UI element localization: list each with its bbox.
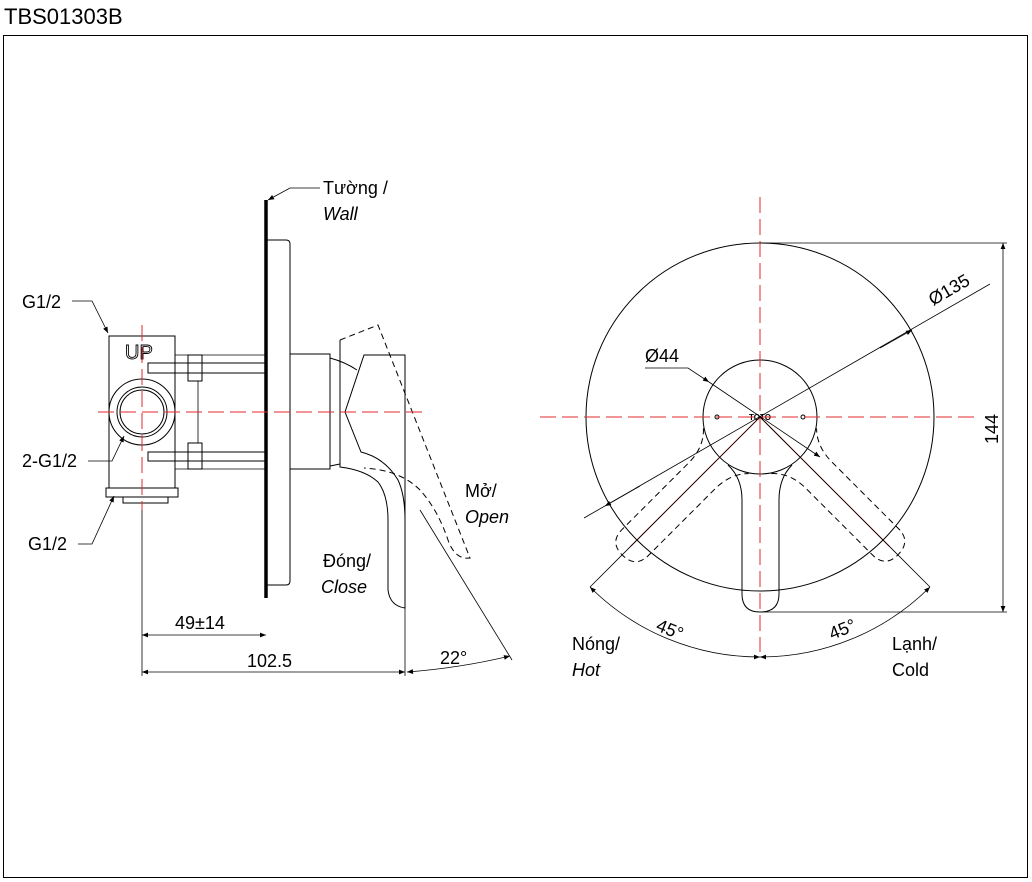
drawing-title: TBS01303B <box>4 4 123 29</box>
lower-spindle <box>147 451 267 462</box>
cold-angle: 45° <box>826 615 859 644</box>
drawing-frame <box>3 35 1028 878</box>
dim-angle: 22° <box>440 648 467 668</box>
dim-plate-diameter: Ø135 <box>925 270 973 309</box>
outlet-thread <box>122 496 169 504</box>
dim-135-line <box>583 283 991 519</box>
hot-angle: 45° <box>654 615 687 644</box>
dim-wall-depth: 49±14 <box>175 613 225 633</box>
dim-hub-diameter: Ø44 <box>645 346 679 366</box>
up-marking: UP <box>125 342 153 364</box>
open-label-en: Open <box>465 507 509 527</box>
close-label-en: Close <box>321 577 367 597</box>
hot-angle-arc <box>589 586 761 660</box>
handle-closed <box>339 340 406 609</box>
front-view: TOTO Ø135 Ø44 144 45° <box>540 197 1007 680</box>
cold-angle-arc <box>759 586 931 660</box>
dim-total-depth: 102.5 <box>247 651 292 671</box>
cold-label: Lạnh/ <box>892 634 937 654</box>
hot-label: Nóng/ <box>572 634 620 654</box>
top-inlet-label: G1/2 <box>22 292 61 312</box>
dim-angle-arc <box>406 655 511 674</box>
cold-label-en: Cold <box>892 660 929 680</box>
handle-open <box>339 324 471 559</box>
lower-clamp <box>187 442 203 470</box>
wall-label: Tường / <box>323 178 388 198</box>
wall-label-en: Wall <box>323 204 359 224</box>
dim-height: 144 <box>982 414 1002 444</box>
bottom-outlet-label: G1/2 <box>28 534 67 554</box>
side-view: UP 49±14 102.5 22° Tường / Wall <box>22 178 513 676</box>
upper-clamp <box>187 354 203 382</box>
hot-label-en: Hot <box>572 660 601 680</box>
side-inlets-label: 2-G1/2 <box>22 451 77 471</box>
open-label: Mở/ <box>465 481 497 501</box>
close-label: Đóng/ <box>323 551 371 571</box>
upper-spindle <box>147 362 267 374</box>
